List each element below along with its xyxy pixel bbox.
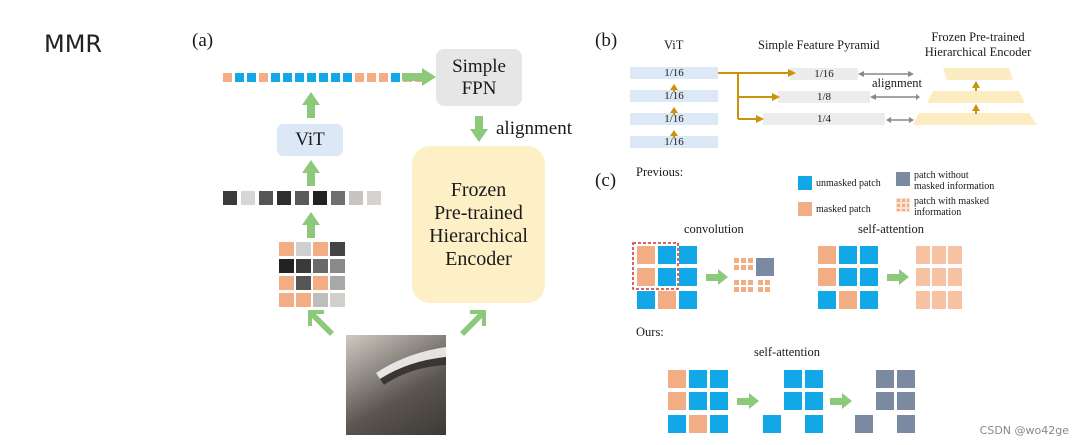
- legend-masked-label: masked patch: [816, 204, 871, 215]
- encoder-header: Frozen Pre-trained Hierarchical Encoder: [916, 30, 1040, 60]
- legend-without-swatch: [896, 172, 910, 186]
- self-attention-label-ours: self-attention: [754, 345, 820, 359]
- alignment-double-arrow-icon: [886, 117, 914, 123]
- encoder-header-line2: Hierarchical Encoder: [924, 45, 1032, 59]
- vit-header: ViT: [664, 38, 684, 52]
- green-arrow-down-icon: [470, 116, 488, 142]
- encoder-feature-stack: [913, 68, 1037, 125]
- mmr-logo-text: MMR: [44, 30, 103, 58]
- green-arrow-diagonal-icon: [460, 310, 486, 336]
- convolution-label: convolution: [684, 222, 744, 236]
- feature-connectors: [670, 69, 920, 138]
- vit-box: ViT: [277, 124, 343, 156]
- pyramid-bar: 1/8: [778, 91, 870, 103]
- frozen-encoder-box: Frozen Pre-trained Hierarchical Encoder: [412, 146, 545, 303]
- encoder-header-line1: Frozen Pre-trained: [931, 30, 1025, 44]
- input-photo: [346, 335, 446, 435]
- encoder-line1: Frozen: [450, 178, 507, 201]
- masked-image-grid: [279, 242, 349, 313]
- green-arrow-right-icon: [402, 68, 436, 86]
- watermark: CSDN @wo42ge: [979, 424, 1069, 437]
- vit-feature-bar: 1/16: [630, 136, 718, 148]
- ours-patch-grids: [668, 370, 915, 433]
- ours-label: Ours:: [636, 325, 664, 339]
- legend-with-label: patch with masked information: [914, 196, 989, 218]
- vit-feature-bar: 1/16: [630, 90, 718, 102]
- fpn-line1: Simple: [452, 55, 506, 77]
- green-arrow-diagonal-icon: [308, 310, 334, 336]
- fpn-line2: FPN: [461, 77, 497, 99]
- legend-without-line1: patch without: [914, 170, 969, 181]
- legend-with-line2: information: [914, 207, 962, 218]
- panel-b-label: (b): [595, 30, 618, 51]
- alignment-label: alignment: [496, 118, 572, 139]
- legend-with-swatch: [896, 198, 910, 212]
- previous-label: Previous:: [636, 165, 684, 179]
- green-arrow-up-icon: [302, 212, 320, 238]
- green-arrow-up-icon: [302, 92, 320, 118]
- legend-without-label: patch without masked information: [914, 170, 994, 192]
- green-arrow-up-icon: [302, 160, 320, 186]
- sfp-header: Simple Feature Pyramid: [758, 38, 880, 52]
- vit-feature-bar: 1/16: [630, 113, 718, 125]
- legend-with-line1: patch with masked: [914, 196, 989, 207]
- encoder-line3: Hierarchical: [429, 224, 528, 247]
- panel-c-label: (c): [595, 170, 617, 191]
- pyramid-bar: 1/16: [790, 68, 858, 80]
- panel-a-label: (a): [192, 30, 214, 51]
- self-attention-prev-grid: [818, 246, 962, 309]
- self-attention-label-prev: self-attention: [858, 222, 924, 236]
- encoder-line4: Encoder: [445, 247, 512, 270]
- legend-without-line2: masked information: [914, 181, 995, 192]
- legend-unmasked-swatch: [798, 176, 812, 190]
- legend-masked-swatch: [798, 202, 812, 216]
- encoder-line2: Pre-trained: [434, 201, 523, 224]
- simple-fpn-box: Simple FPN: [436, 49, 522, 106]
- vit-feature-bar: 1/16: [630, 67, 718, 79]
- legend-unmasked-label: unmasked patch: [816, 178, 881, 189]
- pyramid-bar: 1/4: [763, 113, 885, 125]
- alignment-label-b: alignment: [872, 76, 922, 90]
- image-patch-strip: [223, 191, 383, 212]
- convolution-patch-grid: [632, 242, 774, 309]
